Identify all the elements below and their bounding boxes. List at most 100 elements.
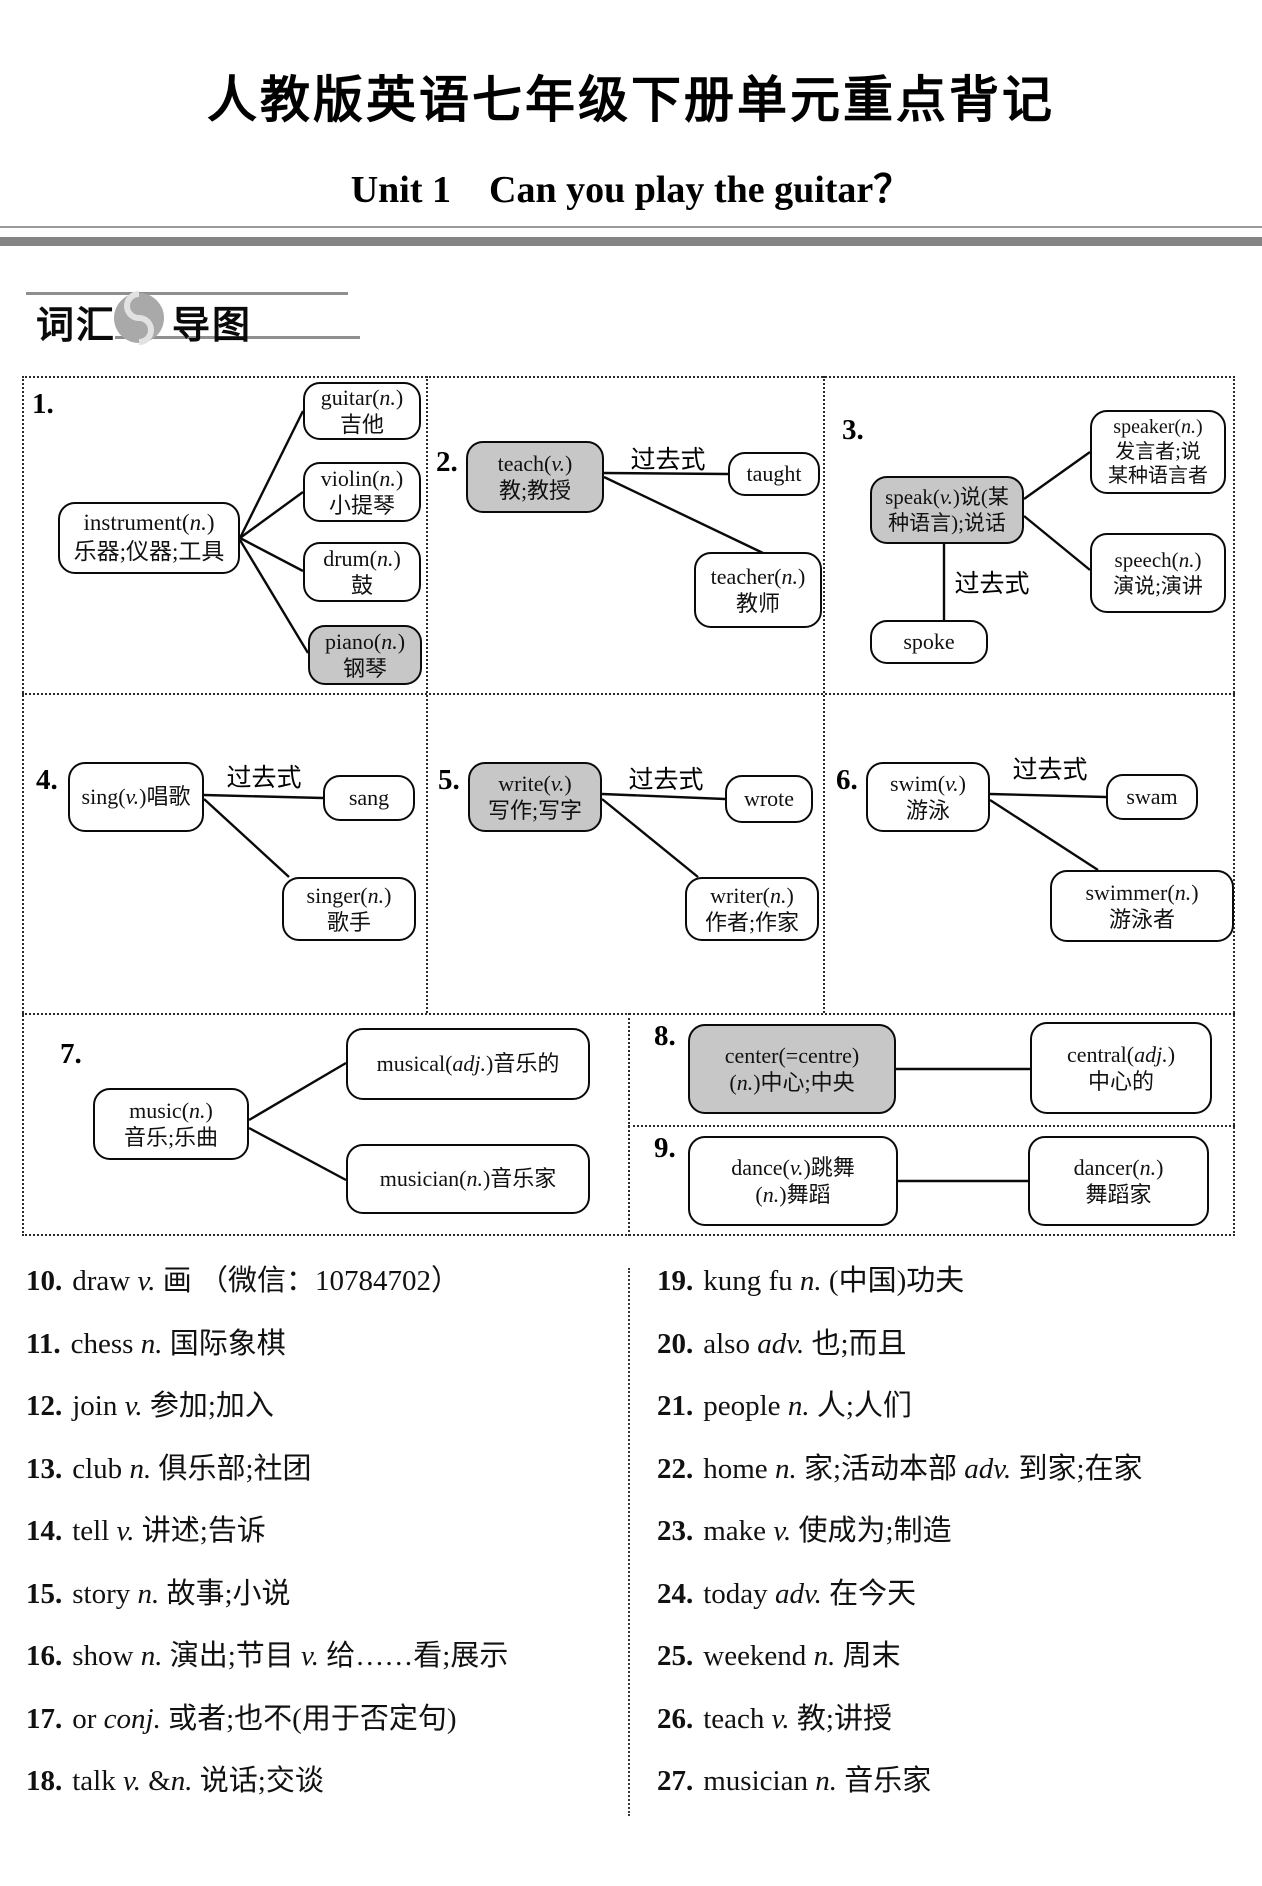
node-sang: sang: [323, 775, 415, 821]
node-swimmer: swimmer(n.) 游泳者: [1050, 870, 1234, 942]
node-instrument-zh: 乐器;仪器;工具: [73, 539, 225, 564]
list-item-text: musician n. 音乐家: [703, 1765, 932, 1797]
word-list-divider: [628, 1268, 630, 1816]
node-instrument-en: instrument(n.): [83, 510, 215, 536]
node-dancer: dancer(n.) 舞蹈家: [1028, 1136, 1209, 1226]
node-speech-en: speech(n.): [1114, 547, 1202, 572]
node-writer-zh: 作者;作家: [704, 910, 800, 935]
node-central-en: central(adj.): [1066, 1041, 1176, 1067]
node-dance-zh: (n.)舞蹈: [755, 1182, 831, 1207]
node-guitar-zh: 吉他: [339, 412, 384, 437]
node-speaker-zh1: 发言者;说: [1115, 440, 1201, 463]
section-3-number: 3.: [842, 414, 864, 446]
node-violin: violin(n.) 小提琴: [303, 462, 421, 522]
list-item: 15. story n. 故事;小说: [26, 1575, 621, 1613]
node-teach-zh: 教;教授: [498, 478, 572, 503]
list-item-number: 23.: [657, 1515, 694, 1547]
node-sing: sing(v.)唱歌: [68, 762, 204, 832]
list-item-number: 18.: [26, 1765, 63, 1797]
section-2-number: 2.: [436, 446, 458, 478]
node-swimmer-en: swimmer(n.): [1085, 879, 1199, 905]
list-item: 20.also adv. 也;而且: [657, 1325, 1257, 1363]
list-item-number: 15.: [26, 1577, 63, 1610]
list-item: 25. weekend n. 周末: [657, 1637, 1257, 1675]
list-item: 24.today adv. 在今天: [657, 1575, 1257, 1613]
node-music: music(n.) 音乐;乐曲: [93, 1088, 249, 1160]
list-item-number: 21.: [657, 1390, 694, 1422]
list-item: 26.teach v. 教;讲授: [657, 1700, 1257, 1738]
node-writer: writer(n.) 作者;作家: [685, 877, 819, 941]
node-dance: dance(v.)跳舞 (n.)舞蹈: [688, 1136, 898, 1226]
list-item-number: 17.: [26, 1702, 63, 1735]
node-dancer-zh: 舞蹈家: [1085, 1182, 1152, 1207]
list-item-text: tell v. 讲述;告诉: [72, 1515, 266, 1547]
node-speak: speak(v.)说(某 种语言);说话: [870, 476, 1024, 544]
node-musical-text: musical(adj.)音乐的: [376, 1051, 560, 1077]
past-tense-label-sing: 过去式: [226, 765, 302, 792]
list-item-text: make v. 使成为;制造: [703, 1515, 952, 1547]
list-item-number: 10.: [26, 1265, 63, 1297]
list-item-text: chess n. 国际象棋: [70, 1327, 286, 1360]
map-grid-divider-h3: [628, 1125, 1235, 1127]
node-speaker-zh2: 某种语言者: [1108, 465, 1208, 488]
node-speak-zh: 种语言);说话: [888, 511, 1006, 535]
node-swimmer-zh: 游泳者: [1108, 907, 1175, 932]
section-6-number: 6.: [836, 764, 858, 796]
map-grid-divider-v3: [628, 1013, 630, 1236]
list-item: 17. or conj. 或者;也不(用于否定句): [26, 1700, 621, 1738]
node-musical: musical(adj.)音乐的: [346, 1028, 590, 1100]
list-item-text: or conj. 或者;也不(用于否定句): [72, 1702, 457, 1735]
header-rule-thick: [0, 237, 1262, 246]
node-swim-en: swim(v.): [890, 770, 966, 796]
badge-label-left: 词汇: [36, 305, 117, 347]
node-center: center(=centre) (n.)中心;中央: [688, 1024, 896, 1114]
list-item-number: 11.: [26, 1327, 61, 1360]
list-item-text: teach v. 教;讲授: [703, 1702, 892, 1735]
list-item: 22.home n. 家;活动本部 adv. 到家;在家: [657, 1450, 1257, 1488]
list-item-text: people n. 人;人们: [703, 1390, 912, 1422]
list-item: 18. talk v. &n. 说话;交谈: [26, 1762, 621, 1800]
past-tense-label-write: 过去式: [628, 767, 704, 794]
node-drum: drum(n.) 鼓: [303, 542, 421, 602]
node-speaker-en: speaker(n.): [1113, 415, 1203, 438]
node-wrote-text: wrote: [743, 786, 795, 812]
list-item-text: show n. 演出;节目 v. 给……看;展示: [72, 1640, 509, 1672]
section-7-number: 7.: [60, 1038, 82, 1070]
node-violin-en: violin(n.): [320, 465, 404, 491]
node-speech: speech(n.) 演说;演讲: [1090, 533, 1226, 613]
list-item-text: draw v. 画 （微信：10784702）: [72, 1265, 460, 1297]
node-teacher-zh: 教师: [735, 591, 780, 616]
list-item-text: story n. 故事;小说: [72, 1577, 291, 1610]
section-9-number: 9.: [654, 1132, 676, 1164]
node-write-en: write(v.): [498, 770, 572, 796]
list-item: 19.kung fu n. (中国)功夫: [657, 1262, 1257, 1300]
node-music-en: music(n.): [129, 1097, 213, 1123]
list-item-number: 14.: [26, 1515, 63, 1547]
list-item: 27. musician n. 音乐家: [657, 1762, 1257, 1800]
node-piano-zh: 钢琴: [342, 656, 387, 681]
node-swim: swim(v.) 游泳: [866, 762, 990, 832]
node-dance-en: dance(v.)跳舞: [731, 1154, 855, 1180]
list-item: 16.show n. 演出;节目 v. 给……看;展示: [26, 1637, 621, 1675]
node-writer-en: writer(n.): [710, 882, 794, 908]
list-item-number: 25.: [657, 1640, 694, 1672]
list-item-text: home n. 家;活动本部 adv. 到家;在家: [703, 1452, 1143, 1485]
list-item-text: weekend n. 周末: [703, 1640, 901, 1672]
list-item: 13.club n. 俱乐部;社团: [26, 1450, 621, 1488]
section-1-number: 1.: [32, 388, 54, 420]
node-singer-en: singer(n.): [306, 882, 392, 908]
list-item-text: also adv. 也;而且: [703, 1327, 907, 1360]
section-8-number: 8.: [654, 1020, 676, 1052]
list-item-number: 27.: [657, 1765, 694, 1797]
word-list-right-column: 19.kung fu n. (中国)功夫 20.also adv. 也;而且 2…: [657, 1262, 1257, 1825]
map-grid-divider-h1: [22, 693, 1235, 695]
node-guitar: guitar(n.) 吉他: [303, 382, 421, 440]
node-center-en: center(=centre): [724, 1042, 860, 1068]
node-dancer-en: dancer(n.): [1073, 1154, 1164, 1180]
list-item: 10. draw v. 画 （微信：10784702）: [26, 1262, 621, 1300]
past-tense-label-teach: 过去式: [630, 447, 706, 474]
list-item-text: talk v. &n. 说话;交谈: [72, 1765, 324, 1797]
node-spoke: spoke: [870, 620, 988, 664]
node-musician: musician(n.)音乐家: [346, 1144, 590, 1214]
